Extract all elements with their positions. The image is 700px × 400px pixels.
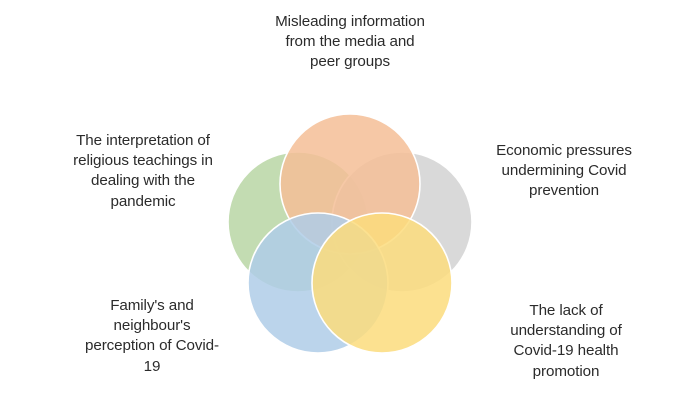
label-economic-pressures: Economic pressures undermining Covid pre… <box>496 142 632 200</box>
label-misleading-information: Misleading information from the media an… <box>275 13 425 71</box>
label-lack-of-understanding: The lack of understanding of Covid-19 he… <box>510 302 622 380</box>
label-religious-teachings: The interpretation of religious teaching… <box>73 132 213 210</box>
venn-circle-lack-of-understanding[interactable] <box>311 212 453 354</box>
label-family-neighbour-perception: Family's and neighbour's perception of C… <box>85 297 219 375</box>
circle-lack-of-understanding[interactable] <box>311 212 453 354</box>
